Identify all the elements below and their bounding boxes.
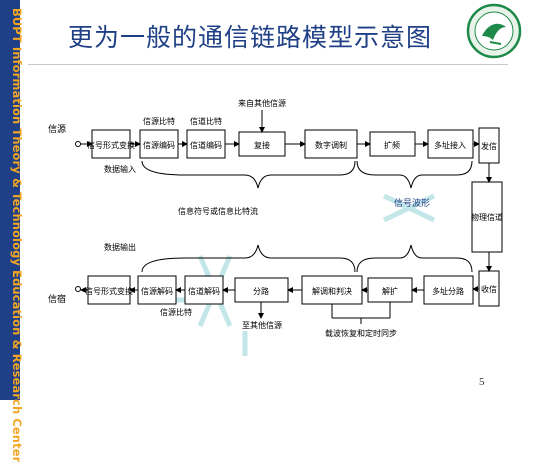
university-logo (466, 3, 522, 59)
block-multiple-access-label: 多址接入 (434, 140, 466, 150)
source-label: 信源 (48, 123, 66, 135)
block-despreading-label: 解扩 (382, 286, 398, 296)
bottom-row-connectors (80, 287, 424, 319)
sidebar-text: BUPT Information Theory & Technology Edu… (10, 8, 24, 462)
block-demodulation-decision-label: 解调和判决 (312, 286, 352, 296)
label-channel-bits-top: 信道比特 (190, 116, 222, 126)
block-spreading-label: 扩频 (384, 140, 400, 150)
block-source-decoder (137, 275, 177, 305)
block-signal-format-tx-label: 信号形式变换 (87, 140, 135, 150)
top-row-connectors (81, 110, 480, 147)
label-data-input: 数据输入 (104, 164, 136, 174)
block-despreading (367, 277, 413, 303)
communication-link-diagram: 信源 信号形式变换 信源编码 信道编码 复接 数字调制 扩频 多址接入 信源比特… (48, 98, 503, 356)
block-multiplex-label: 复接 (254, 140, 270, 150)
block-demodulation-decision (301, 275, 363, 305)
block-receive-label: 收信 (481, 284, 497, 294)
sidebar-band: BUPT Information Theory & Technology Edu… (0, 0, 24, 462)
block-digital-modulation (304, 129, 358, 159)
label-data-output: 数据输出 (104, 242, 136, 252)
label-symbol-or-bitstream: 信息符号或信息比特流 (178, 206, 258, 216)
block-demultiplex-label: 分路 (253, 286, 269, 296)
sink-terminal (75, 286, 81, 292)
sink-label: 信宿 (48, 293, 66, 305)
label-carrier-timing-sync: 载波恢复和定时同步 (325, 328, 397, 338)
source-terminal (75, 141, 81, 147)
page-title: 更为一般的通信链路模型示意图 (68, 23, 433, 52)
label-source-bits-top: 信源比特 (143, 116, 175, 126)
block-spreading (369, 131, 416, 157)
block-physical-channel-label: 物理信道 (471, 212, 503, 222)
label-from-other-sources: 来自其他信源 (238, 98, 286, 108)
block-channel-encoder (186, 129, 226, 159)
label-signal-waveform: 信号波形 (394, 197, 430, 209)
block-signal-format-rx-label: 信号形式变换 (85, 286, 133, 296)
block-channel-decoder-label: 信道解码 (188, 286, 220, 296)
block-physical-channel (471, 181, 503, 253)
block-transmit-label: 发信 (481, 141, 497, 151)
right-column-connectors (472, 163, 492, 292)
block-channel-encoder-label: 信道编码 (190, 140, 222, 150)
block-channel-decoder (184, 275, 224, 305)
page-number: 5 (479, 376, 485, 388)
sync-feedback-lines (331, 302, 391, 324)
block-source-decoder-label: 信源解码 (141, 286, 173, 296)
block-source-encoder-label: 信源编码 (143, 140, 175, 150)
title-divider (28, 64, 508, 65)
label-source-bits-bottom: 信源比特 (160, 307, 192, 317)
label-to-other-sources: 至其他信源 (242, 320, 282, 330)
bottom-brace-bracket (141, 244, 473, 273)
block-digital-modulation-label: 数字调制 (315, 140, 347, 150)
block-multiple-access-split-label: 多址分路 (432, 286, 464, 296)
top-brace-bracket (141, 160, 473, 189)
